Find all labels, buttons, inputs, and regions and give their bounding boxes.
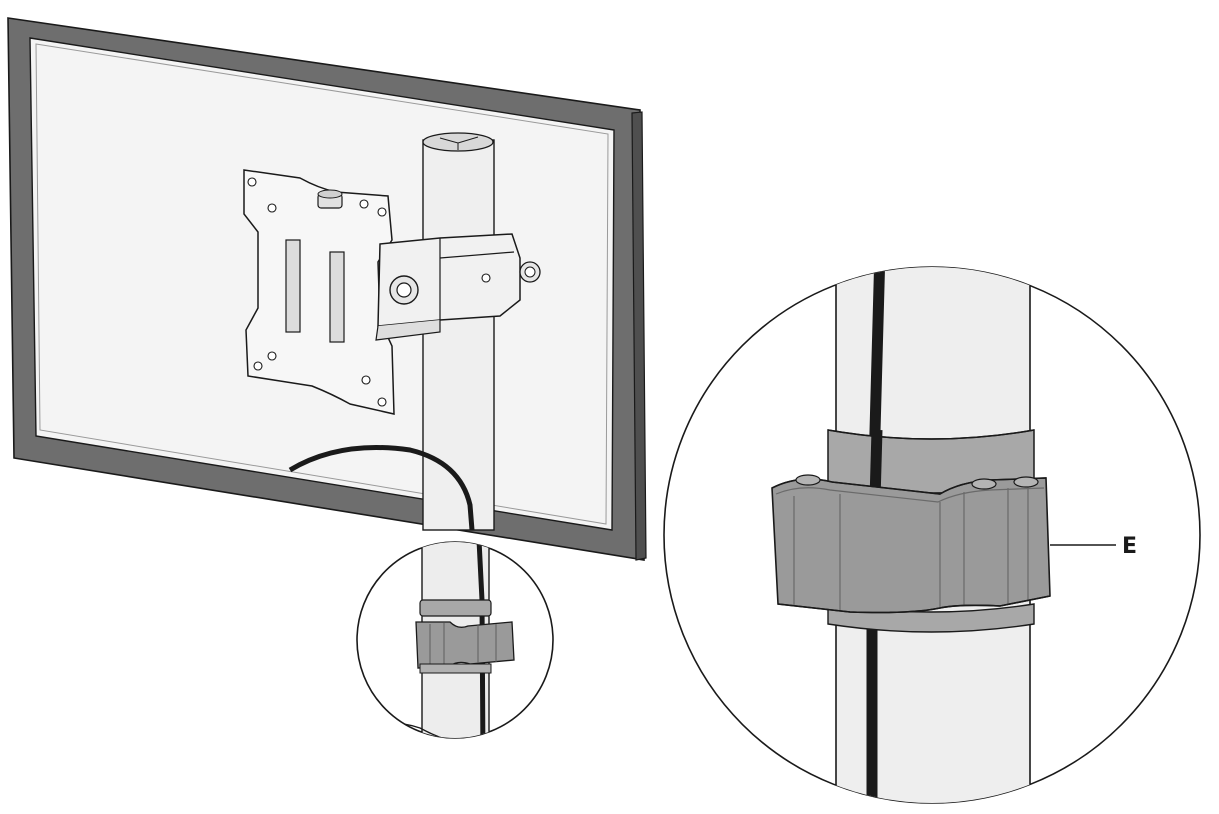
- vesa-mount-plate: [243, 169, 395, 415]
- monitor-cable: [288, 445, 475, 531]
- zoom-detail-circle: [663, 266, 1201, 804]
- pole-upper: [422, 132, 495, 531]
- callout-E-label: E: [1122, 534, 1137, 559]
- cable-clip-E: [771, 474, 1051, 614]
- clip-band-small: [419, 599, 492, 617]
- pole-clamp-arm: [375, 233, 541, 341]
- small-detail-circle: [356, 541, 554, 739]
- cable-clip-small: [415, 621, 515, 669]
- monitor: [7, 17, 647, 561]
- callout-E: E: [1050, 534, 1137, 559]
